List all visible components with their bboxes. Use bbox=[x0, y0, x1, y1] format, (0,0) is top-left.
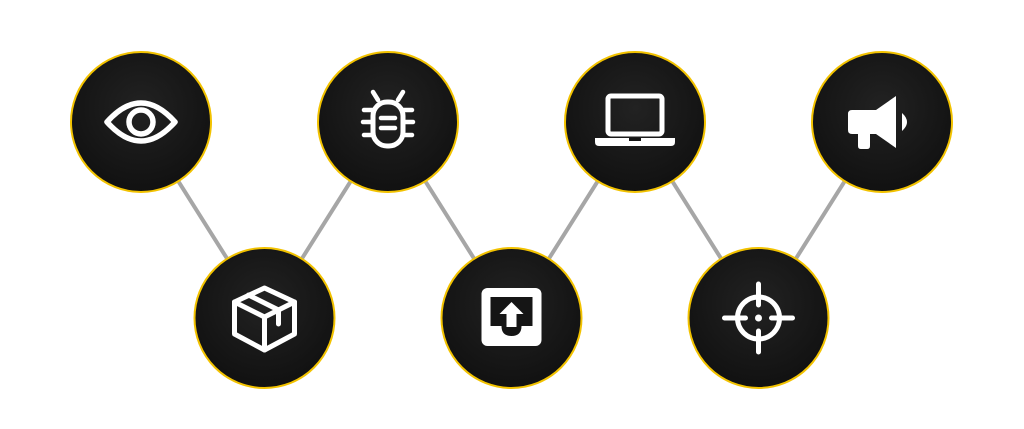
megaphone-icon bbox=[848, 96, 907, 149]
node-circle bbox=[564, 51, 706, 193]
connector-line bbox=[792, 177, 848, 263]
laptop-icon bbox=[595, 93, 675, 146]
bug-icon bbox=[360, 89, 416, 149]
connector-line bbox=[669, 177, 725, 263]
inbox-upload-icon bbox=[481, 288, 542, 346]
connector-line bbox=[298, 177, 354, 263]
connector-line bbox=[175, 177, 231, 263]
eye-icon bbox=[104, 100, 178, 144]
node-bug bbox=[317, 51, 459, 193]
connector-line bbox=[422, 177, 478, 263]
node-laptop bbox=[564, 51, 706, 193]
connector-line bbox=[545, 177, 601, 263]
package-box-icon bbox=[232, 285, 297, 353]
node-package bbox=[193, 247, 336, 389]
node-megaphone bbox=[811, 51, 953, 193]
node-circle bbox=[70, 51, 212, 193]
crosshair-target-icon bbox=[722, 281, 795, 355]
node-crosshair bbox=[687, 247, 830, 389]
connector-lines bbox=[175, 177, 848, 263]
node-inbox bbox=[440, 247, 583, 389]
node-eye bbox=[70, 51, 212, 193]
node-circle bbox=[317, 51, 459, 193]
node-group bbox=[70, 51, 953, 389]
